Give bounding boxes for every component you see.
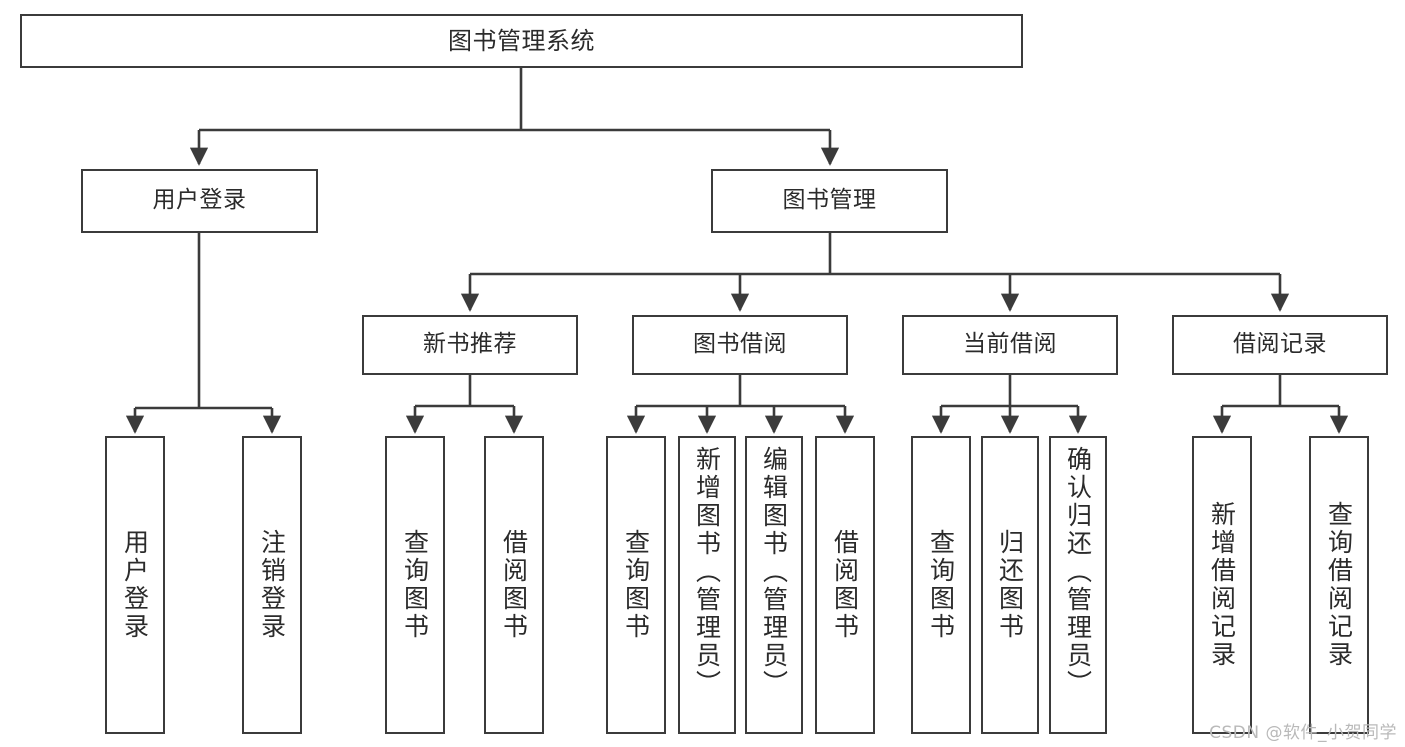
leaf-confirm-return[interactable]: 确认归还（管理员） [1049, 436, 1107, 734]
node-book-management[interactable]: 图书管理 [711, 169, 948, 233]
node-new-book-recommend[interactable]: 新书推荐 [362, 315, 578, 375]
leaf-confirm-return-label: 确认归还（管理员） [1063, 446, 1093, 698]
leaf-logout-login-label: 注销登录 [257, 529, 287, 641]
leaf-borrow-book-2-label: 借阅图书 [830, 529, 860, 641]
leaf-query-book-1[interactable]: 查询图书 [385, 436, 445, 734]
leaf-borrow-book-2[interactable]: 借阅图书 [815, 436, 875, 734]
leaf-user-login[interactable]: 用户登录 [105, 436, 165, 734]
node-user-login[interactable]: 用户登录 [81, 169, 318, 233]
leaf-query-borrow-record[interactable]: 查询借阅记录 [1309, 436, 1369, 734]
node-book-management-label: 图书管理 [782, 187, 877, 214]
node-user-login-label: 用户登录 [152, 187, 247, 214]
node-new-book-recommend-label: 新书推荐 [423, 331, 517, 358]
leaf-add-borrow-record[interactable]: 新增借阅记录 [1192, 436, 1252, 734]
node-book-borrow-label: 图书借阅 [693, 331, 787, 358]
leaf-borrow-book-1-label: 借阅图书 [499, 529, 529, 641]
node-root-system[interactable]: 图书管理系统 [20, 14, 1023, 68]
leaf-return-book[interactable]: 归还图书 [981, 436, 1039, 734]
leaf-return-book-label: 归还图书 [995, 529, 1025, 641]
leaf-borrow-book-1[interactable]: 借阅图书 [484, 436, 544, 734]
node-current-borrow[interactable]: 当前借阅 [902, 315, 1118, 375]
leaf-query-borrow-record-label: 查询借阅记录 [1324, 501, 1354, 669]
leaf-edit-book-label: 编辑图书（管理员） [759, 446, 789, 698]
leaf-edit-book[interactable]: 编辑图书（管理员） [745, 436, 803, 734]
node-borrow-record[interactable]: 借阅记录 [1172, 315, 1388, 375]
node-current-borrow-label: 当前借阅 [963, 331, 1057, 358]
leaf-add-book-label: 新增图书（管理员） [692, 446, 722, 698]
node-book-borrow[interactable]: 图书借阅 [632, 315, 848, 375]
leaf-query-book-1-label: 查询图书 [400, 529, 430, 641]
leaf-add-borrow-record-label: 新增借阅记录 [1207, 501, 1237, 669]
leaf-query-book-3-label: 查询图书 [926, 529, 956, 641]
leaf-query-book-2-label: 查询图书 [621, 529, 651, 641]
leaf-user-login-label: 用户登录 [120, 529, 150, 641]
node-root-system-label: 图书管理系统 [448, 26, 595, 55]
leaf-query-book-3[interactable]: 查询图书 [911, 436, 971, 734]
leaf-query-book-2[interactable]: 查询图书 [606, 436, 666, 734]
node-borrow-record-label: 借阅记录 [1233, 331, 1327, 358]
leaf-logout-login[interactable]: 注销登录 [242, 436, 302, 734]
leaf-add-book[interactable]: 新增图书（管理员） [678, 436, 736, 734]
